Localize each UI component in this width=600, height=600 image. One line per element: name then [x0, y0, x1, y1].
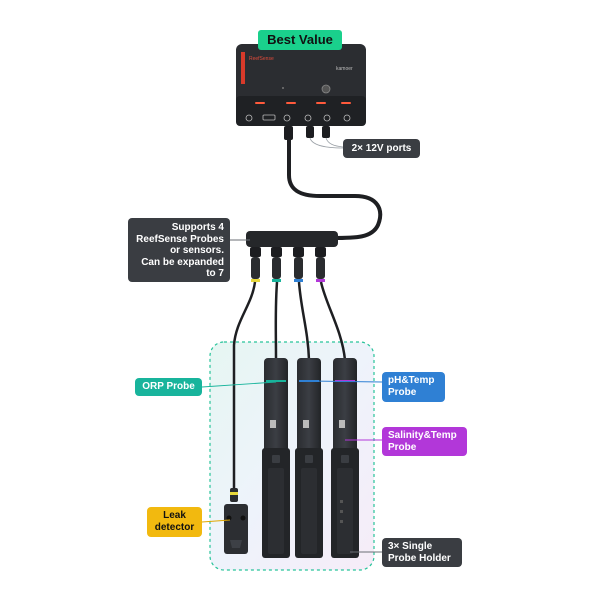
orp-probe-device — [262, 358, 290, 558]
ph-probe-device — [295, 358, 323, 558]
best-value-badge: Best Value — [258, 30, 342, 50]
salinity-temp-probe-label: Salinity&Temp Probe — [382, 427, 467, 456]
splitter-hub — [246, 231, 338, 282]
leak-detector-label: Leak detector — [147, 507, 202, 537]
controller-unit: ReefSense kamoer — [236, 44, 366, 126]
orp-probe-label: ORP Probe — [135, 378, 202, 396]
leak-detector-device — [224, 488, 248, 554]
supports-probes-label: Supports 4 ReefSense Probes or sensors. … — [128, 218, 230, 282]
salinity-probe-device — [331, 358, 359, 558]
ports-label: 2× 12V ports — [343, 139, 420, 158]
main-cable — [287, 138, 383, 240]
ph-temp-probe-label: pH&Temp Probe — [382, 372, 445, 402]
svg-text:kamoer: kamoer — [336, 66, 353, 72]
probe-holder-label: 3× Single Probe Holder — [382, 538, 462, 567]
svg-text:ReefSense: ReefSense — [249, 56, 274, 62]
